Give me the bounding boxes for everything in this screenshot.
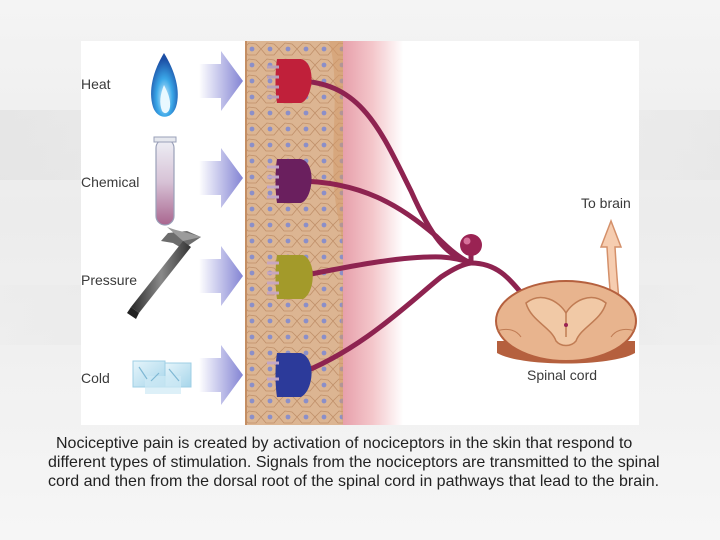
caption-text: Nociceptive pain is created by activatio… bbox=[48, 435, 660, 490]
hammer-icon bbox=[127, 227, 201, 319]
dermis-layer bbox=[343, 41, 403, 425]
chemical-label: Chemical bbox=[81, 174, 140, 190]
flame-icon bbox=[151, 53, 178, 117]
heat-receptor bbox=[267, 59, 312, 103]
chemical-receptor bbox=[267, 159, 312, 203]
spinal-cord-label: Spinal cord bbox=[527, 367, 598, 383]
heat-arrow bbox=[199, 51, 243, 111]
chemical-arrow bbox=[199, 148, 243, 208]
nerve-fibers bbox=[293, 78, 572, 378]
cold-arrow bbox=[199, 345, 243, 405]
cold-label: Cold bbox=[81, 370, 110, 386]
to-brain-label: To brain bbox=[581, 195, 631, 211]
pressure-receptor bbox=[267, 255, 313, 299]
stimulus-arrows bbox=[199, 51, 243, 405]
ice-cube-icon bbox=[132, 360, 192, 394]
dorsal-root-ganglion bbox=[460, 234, 482, 256]
nociception-diagram: Heat Chemical Pressure Cold To brain Spi… bbox=[81, 41, 639, 425]
pressure-arrow bbox=[199, 246, 243, 306]
spinal-cord bbox=[495, 280, 637, 364]
pressure-label: Pressure bbox=[81, 272, 138, 288]
cold-receptor bbox=[267, 353, 312, 397]
heat-label: Heat bbox=[81, 76, 111, 92]
test-tube-icon bbox=[153, 136, 177, 226]
